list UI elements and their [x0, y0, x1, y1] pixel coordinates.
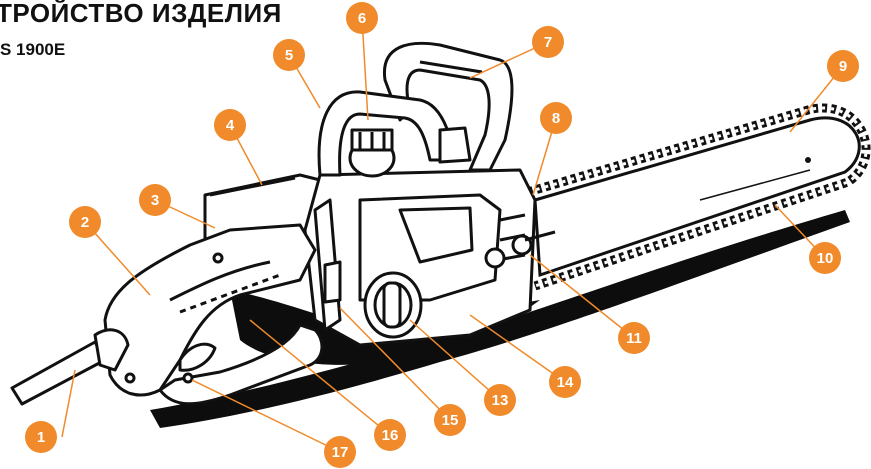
callout-label: 2 — [81, 214, 89, 231]
saw-body — [10, 41, 556, 406]
callout-9: 9 — [827, 50, 859, 82]
ground-shadow — [150, 210, 850, 428]
callout-label: 6 — [358, 10, 366, 27]
callout-label: 14 — [557, 374, 574, 391]
callout-label: 8 — [552, 110, 560, 127]
callout-7: 7 — [532, 26, 564, 58]
callout-label: 11 — [626, 330, 642, 347]
callout-6: 6 — [346, 2, 378, 34]
callout-11: 11 — [618, 322, 650, 354]
callout-label: 4 — [226, 117, 235, 134]
callout-3: 3 — [139, 184, 171, 216]
callout-label: 17 — [332, 444, 349, 461]
guide-bar — [526, 103, 871, 291]
callout-13: 13 — [484, 384, 516, 416]
callout-8: 8 — [540, 102, 572, 134]
callout-label: 9 — [839, 58, 847, 75]
callout-label: 3 — [151, 192, 159, 209]
callout-2: 2 — [69, 206, 101, 238]
callout-label: 13 — [492, 392, 509, 409]
callout-10: 10 — [809, 242, 841, 274]
callout-17: 17 — [324, 436, 356, 468]
callout-label: 10 — [817, 250, 834, 267]
callout-label: 1 — [37, 429, 45, 446]
callout-5: 5 — [273, 39, 305, 71]
callout-15: 15 — [434, 404, 466, 436]
callout-4: 4 — [214, 109, 246, 141]
callout-label: 16 — [382, 427, 399, 444]
leader-lines — [61, 17, 844, 453]
callout-14: 14 — [549, 366, 581, 398]
page-title: ТРОЙСТВО ИЗДЕЛИЯ — [0, 0, 282, 28]
callout-1: 1 — [25, 421, 57, 453]
callout-16: 16 — [374, 419, 406, 451]
callout-label: 5 — [285, 47, 293, 64]
model-label: S 1900E — [0, 40, 66, 59]
callout-label: 7 — [544, 34, 552, 51]
callout-label: 15 — [442, 412, 459, 429]
